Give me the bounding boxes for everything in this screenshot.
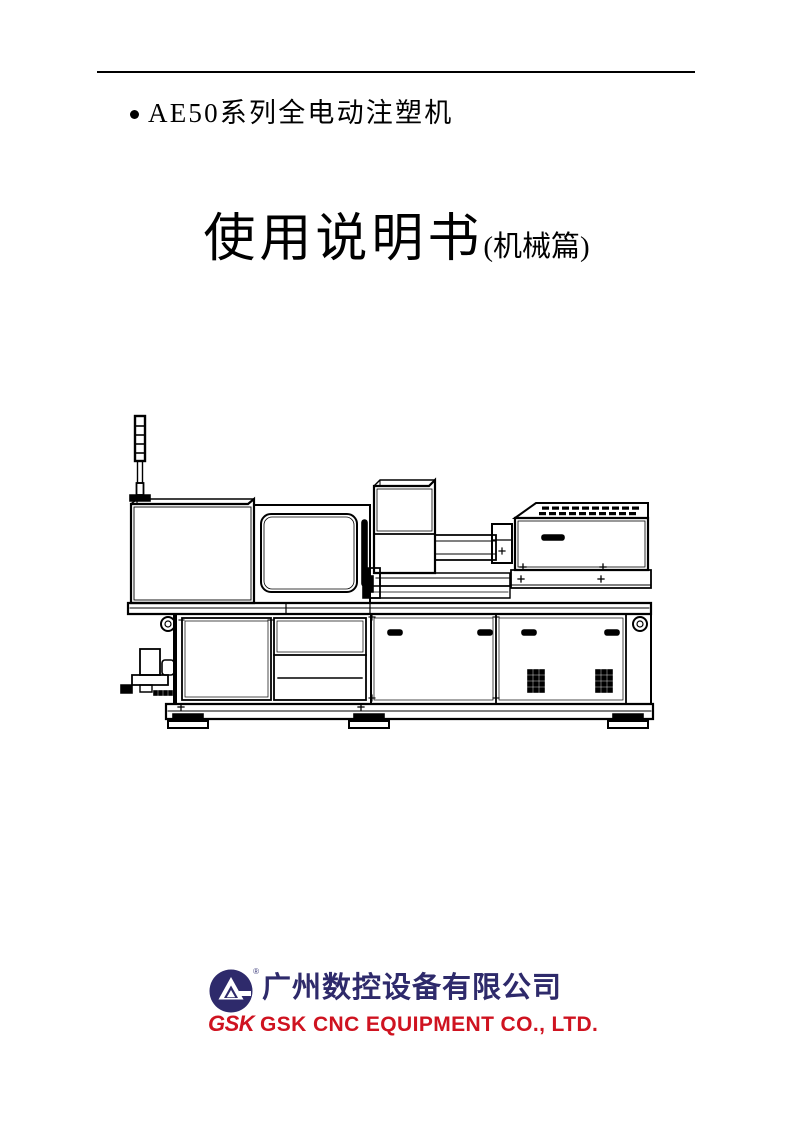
title-suffix-text: (机械篇) [483, 231, 590, 263]
registered-mark: ® [253, 967, 259, 976]
header-rule [97, 71, 695, 73]
title-main-text: 使用说明书 [203, 211, 484, 268]
lubrication-pump [120, 613, 175, 705]
bullet-icon [130, 110, 139, 120]
clamping-unit-housing [129, 496, 256, 605]
leveling-feet [167, 703, 649, 729]
gsk-triangle-emblem-icon: ® [208, 967, 259, 1014]
machine-deck [126, 601, 653, 616]
cabinet-vent-slots [527, 669, 613, 693]
safety-door-guard [253, 504, 371, 604]
signal-tower-icon [129, 414, 151, 502]
logo-bottom-row: GSK GSK CNC EQUIPMENT CO., LTD. [208, 1011, 599, 1036]
hopper [372, 477, 437, 575]
company-name-en: GSK CNC EQUIPMENT CO., LTD. [260, 1013, 599, 1036]
end-rollers [160, 616, 648, 632]
product-name-text: AE50系列全电动注塑机 [148, 98, 454, 128]
product-heading: AE50系列全电动注塑机 [130, 99, 453, 127]
page-title: 使用说明书(机械篇) [0, 196, 793, 271]
door-handle-icon [387, 629, 620, 636]
barrel-assembly [362, 523, 513, 599]
vent-grille-icon [539, 506, 639, 516]
cabinet-door-mid [273, 617, 367, 701]
injection-unit-cover [510, 502, 652, 589]
base-frame-rail [164, 702, 655, 721]
company-logo: ® 广州数控设备有限公司 GSK GSK CNC EQUIPMENT CO., … [208, 967, 608, 1040]
gsk-wordmark: GSK [208, 1011, 255, 1036]
company-name-cn: 广州数控设备有限公司 [262, 972, 563, 1004]
logo-top-row: ® 广州数控设备有限公司 [208, 967, 563, 1014]
base-cabinet [175, 613, 652, 705]
machine-illustration [118, 408, 668, 738]
cabinet-door-left [181, 617, 272, 701]
